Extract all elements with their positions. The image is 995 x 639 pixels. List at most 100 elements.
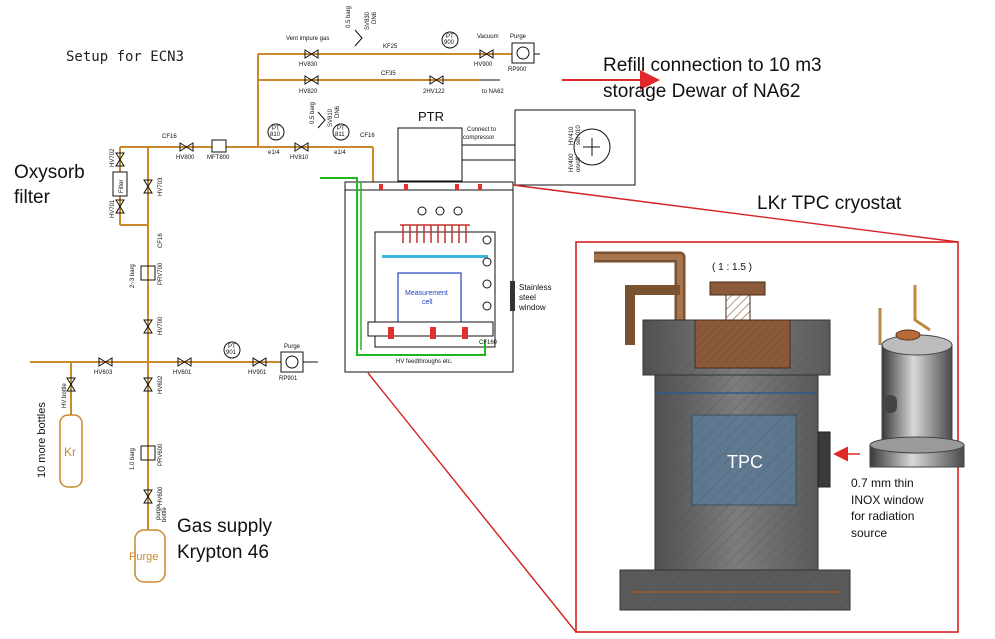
stainless-label-2: steel bbox=[519, 293, 536, 302]
tag-rp900: RP900 bbox=[508, 67, 527, 73]
tag-pt901-2: 901 bbox=[226, 350, 237, 356]
pt811-circle bbox=[332, 123, 350, 141]
valve-hv830 bbox=[304, 49, 319, 59]
valve-hv900 bbox=[479, 49, 494, 59]
tag-cf35: CF35 bbox=[381, 71, 396, 77]
tag-hv800: HV800 bbox=[176, 155, 195, 161]
tag-prv700: PRV700 bbox=[158, 262, 164, 285]
valve-2hv122 bbox=[429, 75, 444, 85]
tag-sv810-3: DN6 bbox=[335, 105, 341, 118]
purge-label: Purge bbox=[129, 551, 158, 563]
cryostat-schematic bbox=[320, 127, 515, 373]
refill-label-2: storage Dewar of NA62 bbox=[603, 81, 801, 102]
tag-hv701: HV701 bbox=[110, 199, 116, 218]
tag-sv830-1: 0.5 barg bbox=[346, 6, 352, 28]
tag-filter: Filter bbox=[119, 180, 125, 193]
valve-hv603 bbox=[98, 357, 113, 367]
tag-sv830-2: SV830 bbox=[365, 11, 371, 30]
tag-hv900: HV900 bbox=[474, 62, 493, 68]
tag-prv700-set: 2~3 barg bbox=[130, 264, 136, 288]
tag-hv901: HV901 bbox=[248, 370, 267, 376]
inox-window bbox=[817, 431, 831, 488]
green-cooling-line bbox=[320, 177, 486, 356]
tag-kf25: KF25 bbox=[383, 44, 398, 50]
tag-pt811-1: PT bbox=[337, 126, 345, 132]
purge-bottle bbox=[134, 529, 166, 583]
cryostat-liquid bbox=[382, 255, 488, 258]
heater-array bbox=[400, 224, 470, 243]
tag-purge901: Purge bbox=[284, 344, 301, 350]
tag-to-na62: to NA62 bbox=[482, 89, 504, 95]
window-note-2: INOX window bbox=[851, 493, 924, 507]
copper-pipe-2 bbox=[625, 285, 680, 345]
tag-ea2: e1/4 bbox=[334, 150, 346, 156]
tag-hv820: HV820 bbox=[299, 89, 318, 95]
tag-hv703: HV703 bbox=[158, 177, 164, 196]
purge-pumps bbox=[280, 42, 535, 373]
tag-sv830-3: DN6 bbox=[372, 11, 378, 24]
tag-pt900-2: 900 bbox=[444, 40, 455, 46]
tag-hv830: HV830 bbox=[299, 62, 318, 68]
connect-label-1: Connect to bbox=[467, 127, 497, 133]
tag-sv810-2: SV810 bbox=[328, 108, 334, 127]
tag-prv600-set: 1.0 barg bbox=[130, 448, 136, 470]
valve-hv810 bbox=[294, 142, 309, 152]
ptr-label: PTR bbox=[418, 109, 444, 124]
tag-cf16c: CF16 bbox=[158, 233, 164, 248]
connect-label-2: compressor bbox=[463, 135, 494, 141]
valve-hv601 bbox=[177, 357, 192, 367]
compressor-unit bbox=[514, 109, 636, 186]
tag-pt811-2: 811 bbox=[335, 132, 345, 138]
purge-bottle-label-1: purge bbox=[156, 504, 162, 520]
tag-hv700: HV700 bbox=[158, 316, 164, 335]
tag-prv600: PRV600 bbox=[158, 443, 164, 466]
window-note-3: for radiation bbox=[851, 509, 914, 523]
tag-hv410-2: set 010 bbox=[576, 125, 582, 145]
tag-pt901-1: PT bbox=[228, 344, 236, 350]
filter-and-meter bbox=[112, 139, 227, 197]
sv810-symbol bbox=[317, 111, 326, 129]
relief-valves bbox=[140, 29, 363, 461]
ptr-box bbox=[397, 127, 463, 182]
red-ports bbox=[379, 184, 482, 190]
oxysorb-label-1: Oxysorb bbox=[14, 162, 85, 183]
cf160-label: CF160 bbox=[479, 340, 498, 346]
window-note-4: source bbox=[851, 526, 887, 540]
valve-hv702 bbox=[115, 152, 125, 167]
rp901-circle bbox=[285, 355, 299, 369]
tag-purge-rp: Purge bbox=[510, 34, 527, 40]
measurement-label-2: cell bbox=[422, 299, 433, 306]
filter-box bbox=[112, 171, 128, 197]
tag-hv400-2: on/off bbox=[576, 157, 582, 172]
tag-pt810-1: PT bbox=[272, 126, 280, 132]
tag-hv410-1: HV410 bbox=[569, 126, 575, 145]
measurement-label-1: Measurement bbox=[405, 290, 448, 297]
tpc-label: TPC bbox=[727, 452, 763, 472]
tag-sv810-1: 0.5 barg bbox=[310, 102, 316, 124]
hv-bottle-label: HV bottle bbox=[62, 383, 68, 408]
valve-hv901 bbox=[252, 357, 267, 367]
tag-mft800: MFT800 bbox=[207, 155, 230, 161]
stainless-label-3: window bbox=[518, 303, 546, 312]
pt810-circle bbox=[267, 123, 285, 141]
kr-label: Kr bbox=[64, 445, 76, 459]
tag-hv400-1: HV400 bbox=[569, 153, 575, 172]
valve-hv700 bbox=[143, 319, 153, 334]
gas-supply-label-2: Krypton 46 bbox=[177, 542, 269, 563]
tag-2hv122: 2HV122 bbox=[423, 89, 445, 95]
cryostat-render bbox=[594, 251, 851, 611]
gas-supply-label-1: Gas supply bbox=[177, 516, 273, 537]
valve-hv600 bbox=[143, 489, 153, 504]
tag-cf16a: CF16 bbox=[162, 134, 177, 140]
measurement-cell-box bbox=[397, 272, 462, 327]
tag-hv602: HV602 bbox=[158, 375, 164, 394]
valve-hv820 bbox=[304, 75, 319, 85]
cryostat-top-plate bbox=[344, 181, 514, 191]
prv600-body bbox=[140, 445, 156, 461]
tag-ea1: e1/4 bbox=[268, 150, 280, 156]
cryostat-photo bbox=[869, 285, 965, 468]
tag-hv810: HV810 bbox=[290, 155, 309, 161]
tag-vacuum: Vacuum bbox=[477, 34, 499, 40]
